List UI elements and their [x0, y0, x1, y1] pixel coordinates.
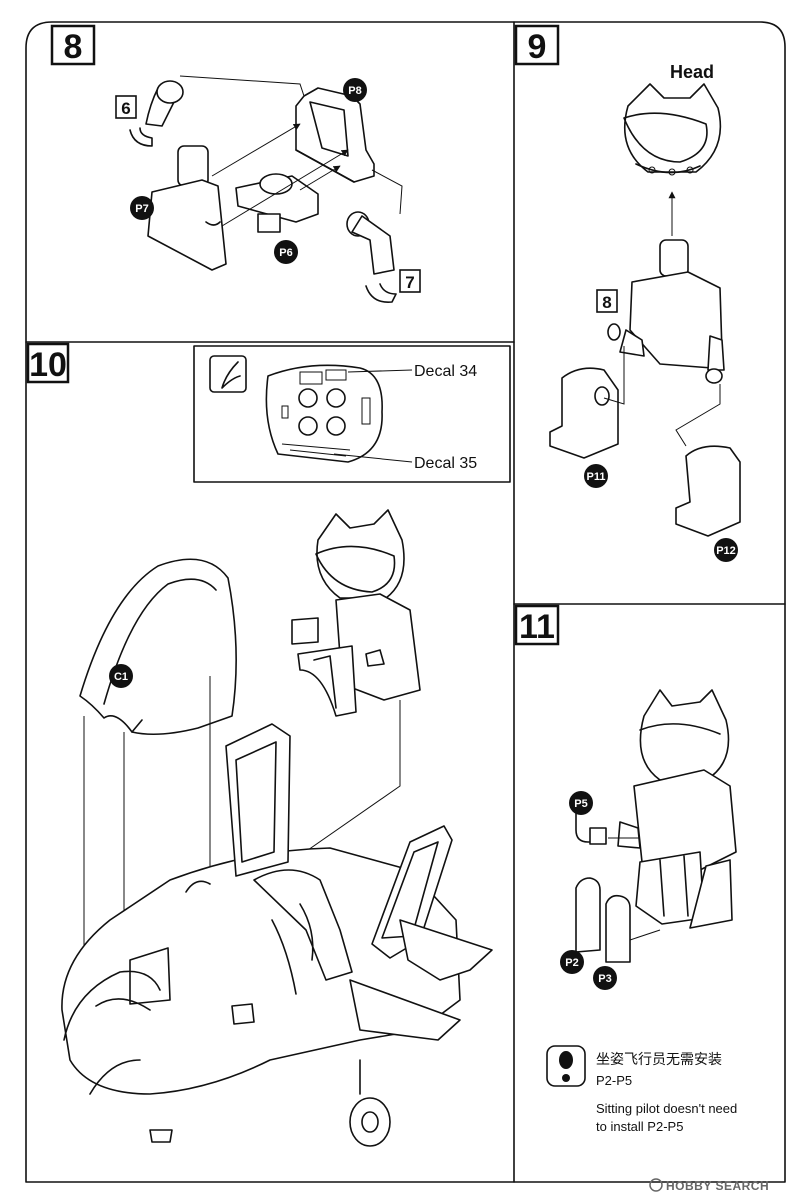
leg-part-p2	[575, 877, 601, 953]
ref-box-8	[596, 289, 618, 313]
part-p2: P2	[565, 957, 578, 969]
step-number: 9	[528, 28, 547, 66]
p5-block	[589, 827, 607, 845]
wing-right	[399, 919, 493, 981]
torso-part-p7	[147, 145, 227, 271]
part-c1: C1	[114, 671, 128, 683]
step-badge	[50, 24, 96, 66]
seat-part-p8	[295, 87, 375, 183]
note-english-line2: to install P2-P5	[596, 1119, 683, 1134]
part-badge	[569, 791, 593, 815]
note-chinese: 坐姿飞行员无需安装	[596, 1052, 722, 1068]
leg-part-p11	[549, 367, 619, 459]
base-part-p6	[235, 173, 319, 233]
tail-fin-left	[225, 723, 291, 877]
landing-gear	[149, 1059, 391, 1147]
part-p5: P5	[574, 798, 587, 810]
watermark: HOBBY SEARCH	[649, 1178, 769, 1193]
leg-part-p3	[605, 894, 631, 963]
leg-link-p5	[575, 809, 605, 843]
stabilizer	[349, 979, 461, 1041]
seated-pilot	[291, 509, 421, 717]
part-badge	[593, 966, 617, 990]
decal-34-label: Decal 34	[414, 363, 477, 380]
part-badge	[343, 78, 367, 102]
exclamation-icon	[559, 1051, 573, 1069]
step-9-panel: 9 Head 8 P11	[514, 24, 741, 562]
part-badge	[584, 464, 608, 488]
part-p11: P11	[587, 471, 606, 483]
step-11-panel: 11 P5 P2 P3 坐姿飞行员无需安装 P2-P5	[514, 604, 737, 1134]
note-english-line1: Sitting pilot doesn't need	[596, 1101, 737, 1116]
ref-box-6	[115, 95, 137, 119]
part-badge	[130, 196, 154, 220]
step-number: 11	[519, 608, 555, 646]
part-badge	[560, 950, 584, 974]
tail-fin-right	[371, 825, 453, 959]
canopy-part-c1	[79, 558, 237, 736]
step-badge	[26, 342, 70, 384]
part-p8: P8	[348, 85, 361, 97]
standing-pilot	[617, 689, 737, 929]
head-part	[623, 83, 722, 176]
step-number: 8	[64, 28, 83, 66]
decal-inset-box	[193, 345, 511, 483]
step-8-panel: 8 6 P8 P7	[50, 24, 421, 303]
page-border	[25, 21, 786, 1183]
part-badge	[714, 538, 738, 562]
step-badge	[514, 604, 560, 646]
step-badge	[514, 24, 560, 66]
step-number: 10	[29, 346, 67, 384]
part-badge	[274, 240, 298, 264]
ref-8: 8	[602, 293, 611, 312]
step-10-panel: 10 Decal 34 Decal 35 C	[26, 342, 511, 1147]
part-p6: P6	[279, 247, 292, 259]
part-badge	[109, 664, 133, 688]
part-p7: P7	[135, 203, 148, 215]
ref-6: 6	[121, 99, 130, 118]
ref-7: 7	[405, 273, 414, 292]
ref-box-7	[399, 269, 421, 293]
head-label: Head	[670, 62, 714, 82]
decal-35-label: Decal 35	[414, 455, 477, 472]
hand-part-7	[346, 211, 397, 303]
pilot-torso-assembled	[607, 239, 725, 384]
watermark-text: HOBBY SEARCH	[666, 1179, 769, 1193]
part-p12: P12	[716, 545, 736, 557]
note-parts: P2-P5	[596, 1073, 632, 1088]
hand-part-6	[129, 80, 184, 147]
part-p3: P3	[598, 973, 611, 985]
instrument-panel	[265, 364, 383, 463]
leg-part-p12	[675, 445, 741, 537]
aircraft-body	[61, 723, 493, 1095]
brush-icon	[221, 361, 241, 389]
